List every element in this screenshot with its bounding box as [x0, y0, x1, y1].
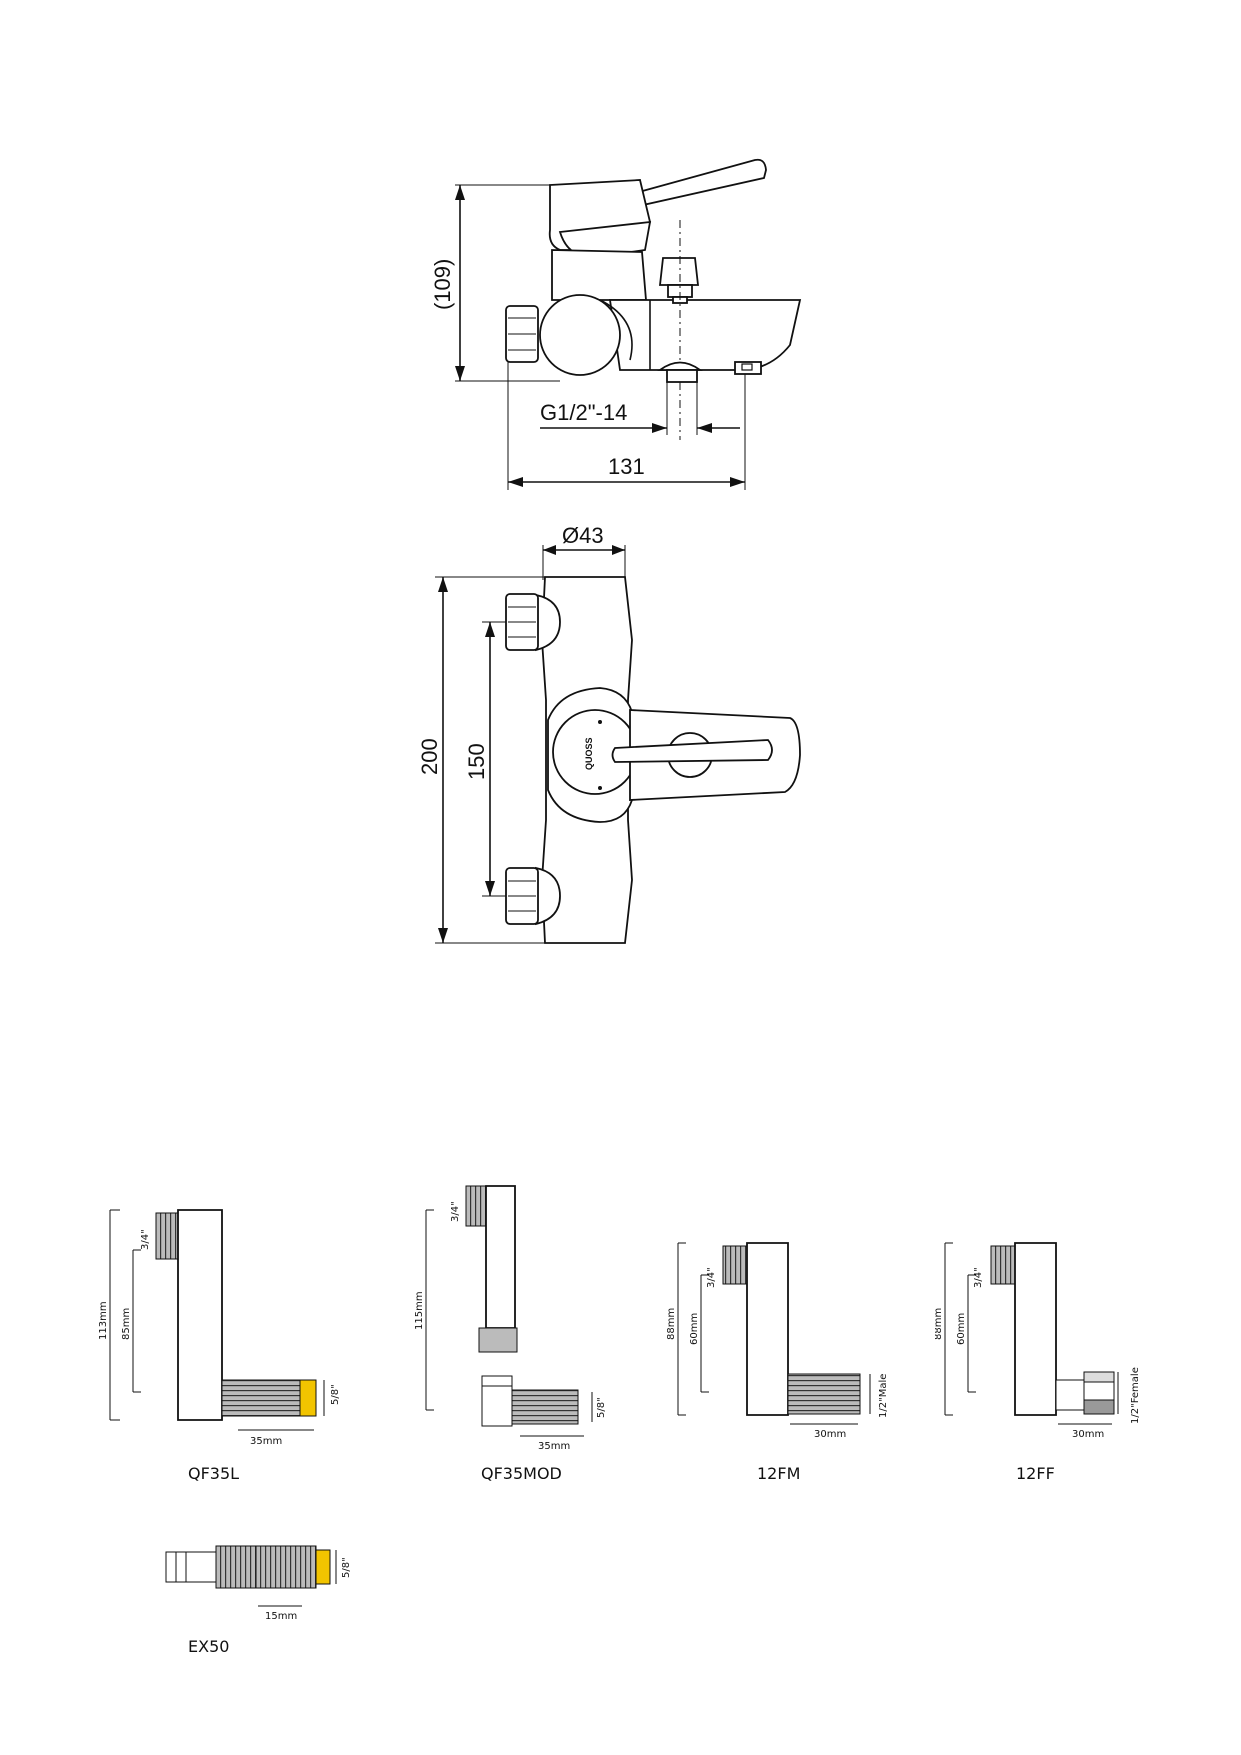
- adapter-code-12ff: 12FF: [1016, 1464, 1055, 1483]
- dim-centre: 60mm: [689, 1313, 700, 1345]
- hex-inlet-top: [505, 593, 561, 652]
- dim-length: 30mm: [814, 1429, 846, 1440]
- adapter-qf35mod: 115mm 3/4" 5/8" 35mm: [414, 1185, 607, 1452]
- adapter-code-qf35mod: QF35MOD: [481, 1464, 562, 1483]
- lever-handle: [548, 158, 767, 259]
- dim-length: 15mm: [265, 1611, 297, 1622]
- diameter-dimension: [542, 545, 626, 580]
- thread-dimension: [540, 382, 740, 435]
- dim-thread-top: 3/4": [450, 1201, 461, 1222]
- centers-label: 150: [464, 743, 489, 780]
- top-view-drawing: Ø43 200 150: [417, 523, 801, 944]
- dim-thread-side: 5/8": [341, 1557, 352, 1578]
- diameter-label: Ø43: [562, 523, 604, 548]
- logo-text: QUOSS: [584, 737, 594, 770]
- hex-inlet: [505, 305, 539, 363]
- dim-length: 35mm: [538, 1441, 570, 1452]
- total-dimension: [435, 576, 545, 944]
- thread-label: G1/2"-14: [540, 400, 627, 425]
- diverter-knob: [658, 257, 700, 304]
- cartridge-body: [551, 249, 647, 301]
- aerator: [734, 361, 762, 375]
- dim-thread-side: 1/2"Male: [878, 1374, 889, 1418]
- dim-height: 88mm: [935, 1308, 944, 1340]
- length-label: 131: [608, 454, 645, 479]
- body-cylinder: [539, 294, 621, 376]
- total-label: 200: [417, 738, 442, 775]
- dim-height: 115mm: [414, 1291, 425, 1330]
- dim-length: 30mm: [1072, 1429, 1104, 1440]
- height-dimension: [455, 184, 560, 382]
- adapter-12ff: 88mm 60mm 3/4" 1/2"Female 30mm: [935, 1242, 1141, 1440]
- dim-thread-top: 3/4": [140, 1229, 151, 1250]
- dim-height: 113mm: [98, 1301, 109, 1340]
- side-view-drawing: (109): [430, 158, 802, 490]
- dim-length: 35mm: [250, 1436, 282, 1447]
- dim-centre: 85mm: [121, 1308, 132, 1340]
- length-dimension: [507, 362, 746, 490]
- dim-height: 88mm: [666, 1308, 677, 1340]
- adapter-qf35l: 113mm 85mm 3/4" 5/8" 35mm: [98, 1209, 341, 1447]
- adapter-12fm: 88mm 60mm 3/4" 1/2"Male 30mm: [666, 1242, 889, 1440]
- hex-inlet-bottom: [505, 866, 561, 926]
- adapter-ex50: 5/8" 15mm: [165, 1545, 352, 1622]
- dim-thread-top: 3/4": [706, 1267, 717, 1288]
- adapter-code-ex50: EX50: [188, 1637, 230, 1656]
- adapter-code-qf35l: QF35L: [188, 1464, 240, 1483]
- dim-thread-side: 1/2"Female: [1130, 1367, 1141, 1424]
- lever-top: [611, 709, 801, 801]
- dim-centre: 60mm: [956, 1313, 967, 1345]
- dim-thread-top: 3/4": [973, 1267, 984, 1288]
- height-label: (109): [430, 259, 455, 310]
- spout: [608, 299, 802, 371]
- dim-thread-side: 5/8": [596, 1397, 607, 1418]
- dim-thread-side: 5/8": [330, 1384, 341, 1405]
- outlet-connector: [657, 361, 703, 383]
- adapter-code-12fm: 12FM: [757, 1464, 801, 1483]
